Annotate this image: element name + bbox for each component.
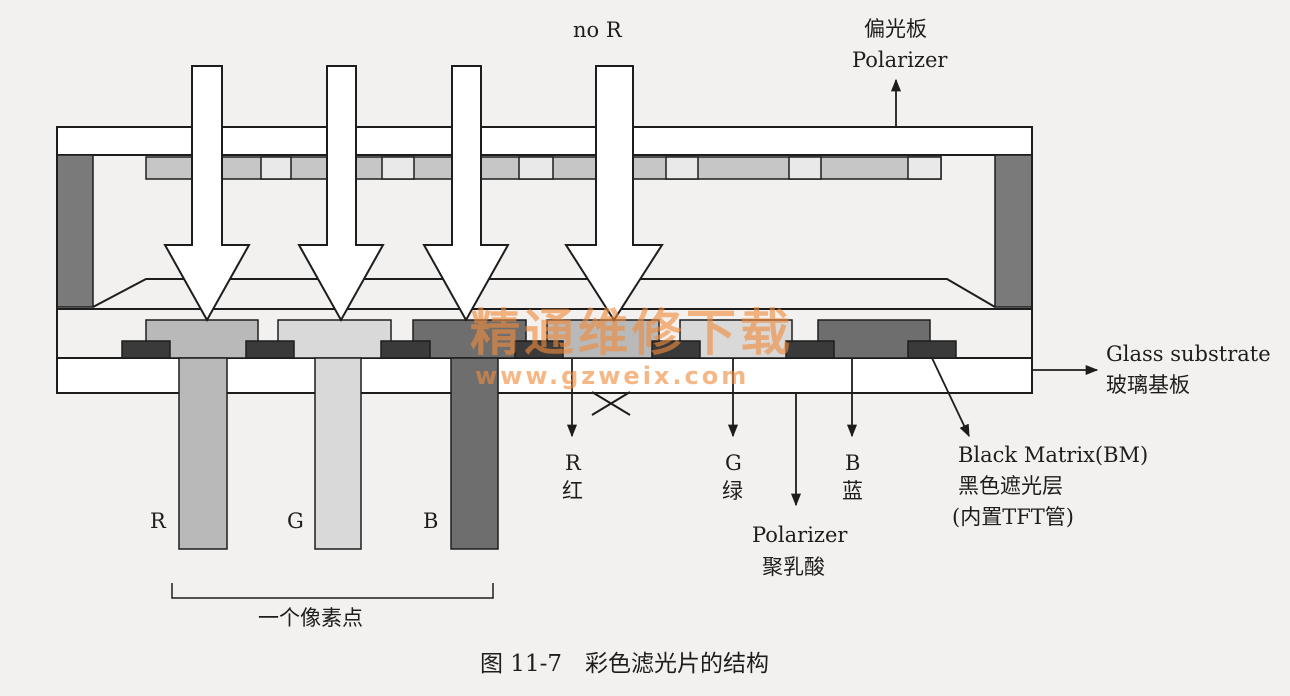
green-filter-block (277, 319, 392, 359)
output-thin-arrows (566, 78, 1099, 507)
watermark-cn: 精通维修下载 (470, 304, 794, 362)
label-out-g: G (725, 451, 742, 475)
incoming-light-arrows (163, 65, 664, 323)
pixel-bracket (171, 583, 494, 599)
output-bar-r (178, 357, 228, 550)
label-out-g-cn: 绿 (722, 479, 743, 503)
label-polarizer-top-en: Polarizer (852, 48, 948, 72)
label-bar-b: B (423, 509, 438, 533)
figure-caption: 图 11-7 彩色滤光片的结构 (480, 651, 769, 677)
left-spacer-wall (56, 154, 94, 308)
label-polarizer-top-cn: 偏光板 (864, 17, 927, 41)
label-bar-g: G (287, 509, 304, 533)
light-arrow-g (297, 65, 385, 323)
label-out-r-cn: 红 (562, 479, 583, 503)
light-arrow-b (422, 65, 510, 323)
label-bm-note: (内置TFT管) (952, 505, 1074, 529)
label-bar-r: R (150, 509, 167, 533)
label-glass-substrate-cn: 玻璃基板 (1106, 373, 1190, 397)
watermark-url: www.gzweix.com (475, 362, 749, 390)
red-filter-block-2 (546, 319, 660, 359)
label-out-r: R (565, 451, 582, 475)
light-arrow-no-r (564, 65, 664, 322)
output-bar-b (450, 357, 499, 550)
top-alignment-layer (145, 156, 942, 180)
light-arrow-r (163, 65, 251, 323)
right-spacer-wall (994, 154, 1033, 308)
label-out-b: B (845, 451, 860, 475)
output-bar-g (314, 357, 362, 550)
blocked-x-icon (591, 391, 631, 416)
liquid-crystal-boundary (92, 278, 996, 308)
label-pixel: 一个像素点 (258, 606, 363, 630)
black-matrix-pads (121, 340, 957, 359)
label-polarizer-bottom-en: Polarizer (752, 523, 848, 547)
label-glass-substrate-en: Glass substrate (1106, 342, 1271, 366)
label-out-b-cn: 蓝 (842, 479, 863, 503)
label-polarizer-bottom-cn: 聚乳酸 (762, 555, 825, 579)
label-no-r: no R (573, 18, 623, 42)
label-bm-en: Black Matrix(BM) (958, 443, 1148, 467)
label-bm-cn: 黑色遮光层 (958, 474, 1063, 498)
